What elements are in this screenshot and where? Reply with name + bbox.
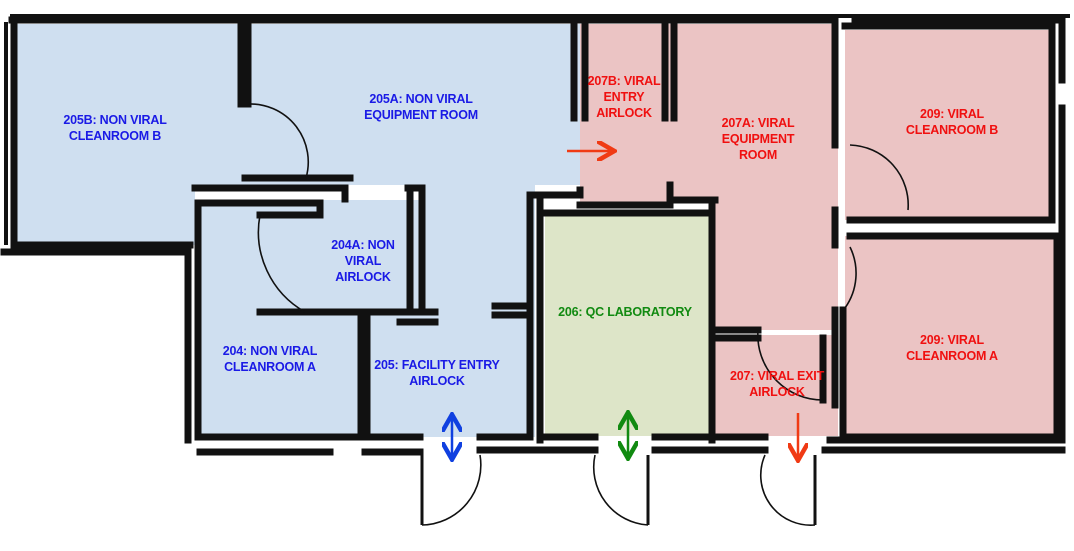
flow-arrows (452, 151, 798, 458)
room-label-204: 204: NON VIRAL CLEANROOM A (222, 344, 318, 374)
room-label-206: 206: QC LABORATORY (558, 305, 692, 319)
door-206-exterior-arc (592, 454, 649, 526)
room-label-204A: 204A: NON VIRAL AIRLOCK (331, 238, 395, 284)
door-205-exterior-arc (421, 454, 482, 526)
room-label-207B: 207B: VIRAL ENTRY AIRLOCK (587, 74, 661, 120)
room-label-205B: 205B: NON VIRAL CLEANROOM B (63, 113, 167, 143)
room-label-207A: 207A: VIRAL EQUIPMENT ROOM (721, 116, 795, 162)
door-209B (849, 144, 910, 211)
door-209A (844, 246, 857, 309)
room-label-207: 207: VIRAL EXIT AIRLOCK (729, 369, 825, 399)
door-204A-205A (257, 214, 306, 313)
door-207-exit-airlock (757, 329, 824, 401)
door-207-exterior-arc (759, 454, 816, 526)
room-fill-205A (245, 24, 580, 195)
room-fill-205 (365, 195, 535, 437)
room-fill-204 (195, 245, 365, 437)
room-fill-204A (200, 200, 420, 312)
doors (247, 103, 910, 526)
zone-fills (16, 24, 1055, 437)
door-205B-205A (247, 103, 310, 179)
walls (0, 14, 1070, 456)
room-fill-209A (845, 236, 1055, 436)
room-fill-205B (16, 24, 245, 245)
room-fill-209B (845, 30, 1055, 220)
room-fill-207 (712, 335, 838, 436)
room-label-205: 205: FACILITY ENTRY AIRLOCK (374, 358, 500, 388)
room-label-209B: 209: VIRAL CLEANROOM B (905, 107, 999, 137)
room-fill-206 (545, 215, 712, 436)
room-label-205A: 205A: NON VIRAL EQUIPMENT ROOM (364, 92, 478, 122)
room-label-209A: 209: VIRAL CLEANROOM A (906, 333, 998, 363)
